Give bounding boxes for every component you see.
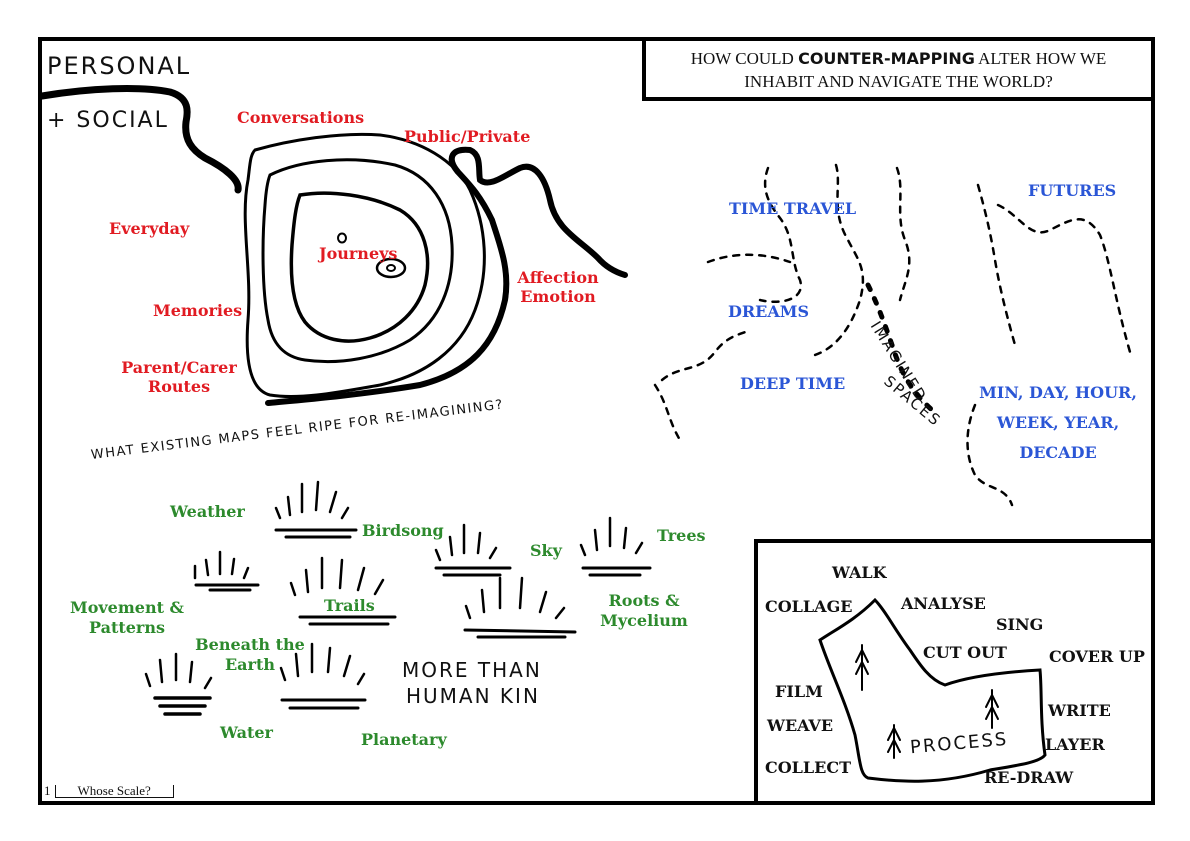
verb-layer: LAYER (1045, 735, 1105, 754)
label-earth: Earth (224, 655, 275, 674)
page-number: 1 (44, 783, 51, 798)
label-water: Water (220, 723, 273, 742)
verb-weave: WEAVE (767, 716, 834, 735)
tuft-roots (463, 576, 577, 639)
dashed-path-9 (966, 403, 1014, 507)
tuft-weather (193, 550, 260, 592)
label-memories: Memories (153, 301, 243, 320)
tree-sketch-1 (855, 644, 869, 691)
verb-collage: COLLAGE (765, 597, 853, 616)
label-patterns: Patterns (89, 618, 165, 637)
question-box: HOW COULD COUNTER-MAPPING ALTER HOW WE I… (642, 37, 1155, 101)
label-dreams: DREAMS (728, 302, 810, 321)
verb-collect: COLLECT (765, 758, 852, 777)
contour-ring-2 (261, 158, 454, 364)
contour-ring-3 (289, 191, 430, 343)
label-conversations: Conversations (237, 108, 365, 127)
contour-ring-outer (243, 132, 486, 399)
social-heading: + SOCIAL (47, 108, 169, 133)
verb-cover-up: COVER UP (1049, 647, 1145, 666)
dashed-path-1 (758, 166, 803, 304)
tuft-birdsong (274, 480, 358, 539)
label-birdsong: Birdsong (362, 521, 444, 540)
question-prefix: HOW COULD (690, 49, 794, 68)
more-than-human-line1: MORE THAN (402, 658, 542, 682)
dashed-path-5 (660, 328, 752, 382)
label-public-private: Public/Private (404, 127, 531, 146)
tuft-trees (579, 516, 652, 577)
label-planetary: Planetary (361, 730, 447, 749)
verb-analyse: ANALYSE (901, 594, 986, 613)
label-trails: Trails (324, 596, 375, 615)
process-box (754, 539, 1155, 805)
personal-boundary-line (38, 85, 242, 194)
more-than-human-line2: HUMAN KIN (406, 684, 540, 708)
dashed-path-3 (895, 166, 911, 302)
scale-label: Whose Scale? (54, 784, 174, 798)
dashed-path-7 (976, 183, 1017, 347)
dashed-path-2 (813, 163, 865, 357)
coastline-contour (265, 146, 628, 406)
verb-redraw: RE-DRAW (984, 768, 1074, 787)
label-movement: Movement & (69, 598, 184, 617)
tree-sketch-3 (985, 689, 999, 729)
label-time-travel: TIME TRAVEL (729, 199, 857, 218)
label-sky: Sky (530, 541, 562, 560)
process-outline (818, 597, 1047, 783)
verb-sing: SING (996, 615, 1044, 634)
dashed-path-4 (706, 253, 792, 264)
verb-cut-out: CUT OUT (923, 643, 1007, 662)
label-decade: DECADE (1019, 443, 1097, 462)
contour-peak-small (337, 232, 347, 244)
label-deep-time: DEEP TIME (740, 374, 846, 393)
main-question: HOW COULD COUNTER-MAPPING ALTER HOW WE I… (646, 47, 1151, 93)
dashed-path-8 (996, 203, 1132, 354)
verb-walk: WALK (832, 563, 887, 582)
label-trees: Trees (657, 526, 706, 545)
tuft-trails (289, 556, 397, 626)
personal-heading: PERSONAL (47, 52, 192, 80)
verb-film: FILM (775, 682, 823, 701)
contour-peak-outer (375, 257, 407, 279)
label-everyday: Everyday (109, 219, 190, 238)
label-weather: Weather (170, 502, 245, 521)
tree-sketch-2 (887, 724, 901, 759)
tuft-sky (434, 523, 512, 577)
label-beneath: Beneath the (195, 635, 305, 654)
label-week-year: WEEK, YEAR, (996, 413, 1120, 432)
question-suffix: ALTER HOW WE (978, 49, 1107, 68)
label-affection: Affection (517, 268, 599, 287)
tuft-planetary (279, 642, 367, 710)
dashed-path-6 (653, 383, 682, 442)
tuft-beneath (144, 652, 213, 716)
contour-peak-inner (386, 264, 396, 272)
label-futures: FUTURES (1028, 181, 1117, 200)
imagined-spaces-dashes (865, 282, 935, 413)
label-journeys: Journeys (319, 244, 398, 263)
label-routes: Routes (147, 377, 211, 396)
label-min-day-hour: MIN, DAY, HOUR, (979, 383, 1137, 402)
poster-frame (38, 37, 1155, 805)
label-mycelium: Mycelium (600, 611, 688, 630)
label-parent-carer: Parent/Carer (121, 358, 237, 377)
label-roots: Roots & (608, 591, 680, 610)
label-emotion: Emotion (520, 287, 596, 306)
verb-write: WRITE (1048, 701, 1111, 720)
question-line2: INHABIT AND NAVIGATE THE WORLD? (744, 72, 1053, 91)
question-emphasis: COUNTER-MAPPING (798, 49, 975, 68)
